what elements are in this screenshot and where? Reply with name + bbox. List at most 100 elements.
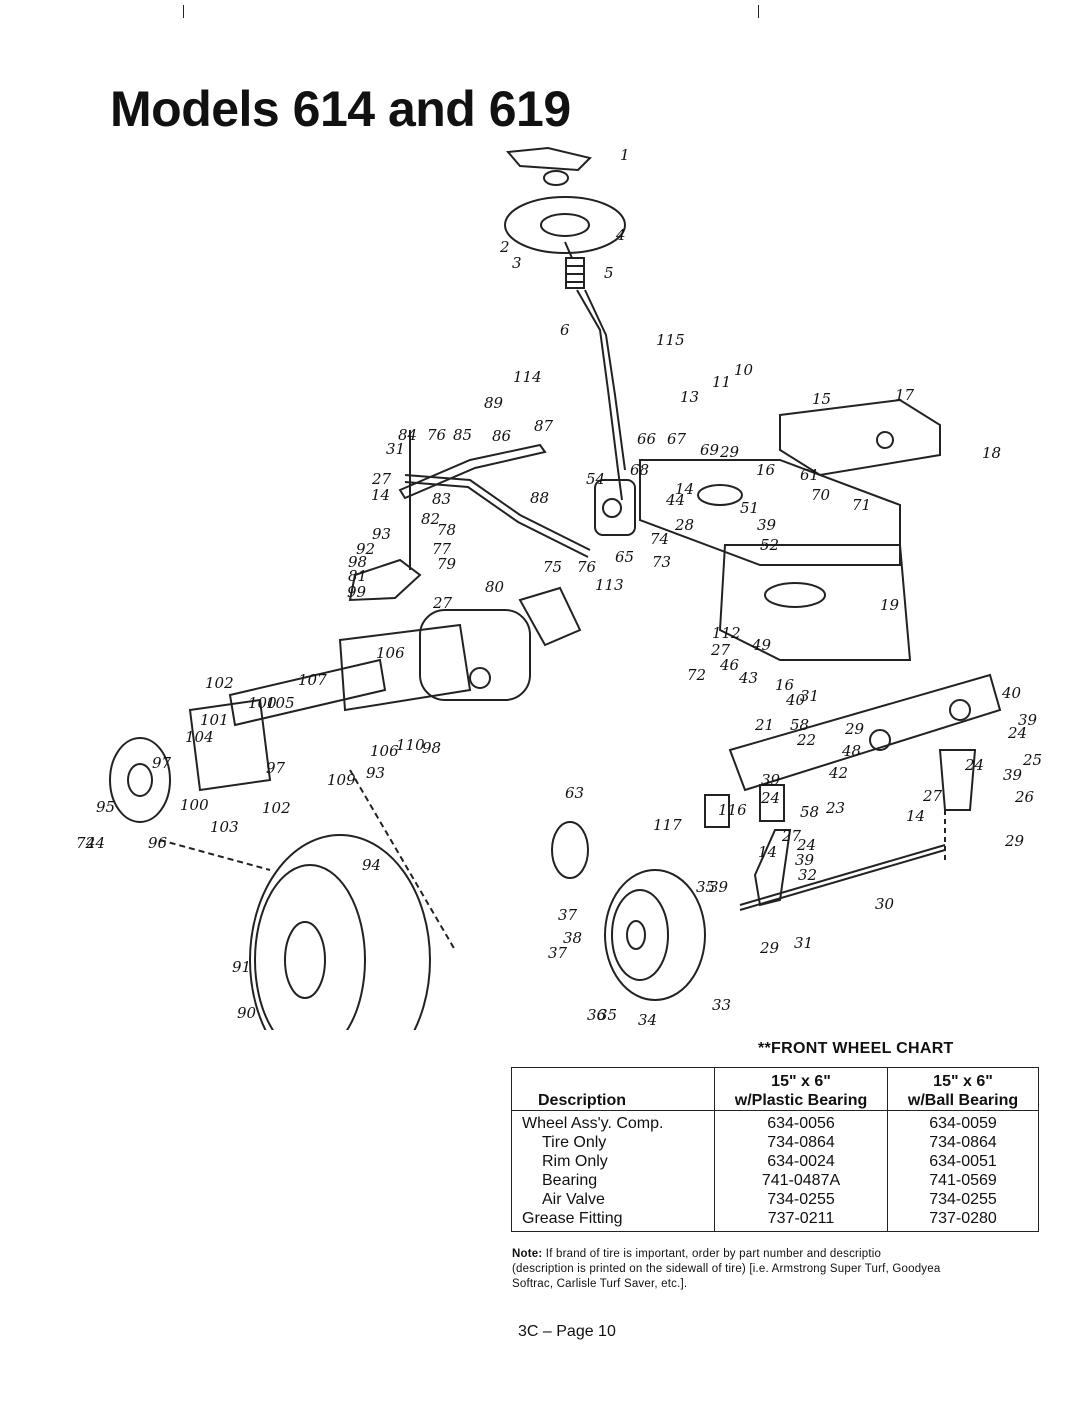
svg-text:39: 39 [761,771,781,789]
ball-part-number: 741-0569 [929,1172,997,1189]
svg-text:104: 104 [185,728,214,746]
svg-text:27: 27 [432,594,453,612]
plastic-part-number: 741-0487A [761,1172,841,1189]
description-column: Wheel Ass'y. Comp. Tire Only Rim Only Be… [511,1110,715,1232]
svg-text:27: 27 [781,827,802,845]
svg-text:74: 74 [650,530,669,548]
svg-text:83: 83 [432,490,451,508]
plastic-part-number: 737-0211 [767,1210,835,1227]
svg-text:37: 37 [558,906,578,924]
svg-text:58: 58 [790,716,809,734]
svg-text:14: 14 [906,807,925,825]
ball-part-number: 634-0059 [929,1115,997,1132]
front-wheel-chart-table: Description 15" x 6" w/Plastic Bearing 1… [511,1067,1039,1232]
svg-text:44: 44 [85,834,105,852]
svg-text:3: 3 [512,254,522,272]
svg-text:52: 52 [760,536,779,554]
svg-text:80: 80 [485,578,505,596]
svg-text:85: 85 [453,426,472,444]
front-tire-shape [604,869,706,1001]
svg-text:29: 29 [844,720,865,738]
table-row: Wheel Ass'y. Comp. Tire Only Rim Only Be… [511,1110,1039,1232]
svg-text:84: 84 [398,426,417,444]
svg-text:102: 102 [262,799,291,817]
svg-text:14: 14 [758,843,777,861]
front-axle-shape [728,673,1002,792]
description-cell: Grease Fitting [522,1210,623,1227]
svg-text:29: 29 [1004,832,1025,850]
header-ball-size: 15" x 6" [933,1073,993,1090]
front-wheel-chart-title: **FRONT WHEEL CHART [758,1040,954,1057]
steering-plate-shape [639,459,901,566]
svg-text:26: 26 [1014,788,1035,806]
note-line-1: If brand of tire is important, order by … [545,1248,882,1260]
svg-text:10: 10 [734,361,754,379]
ball-part-number: 734-0255 [929,1191,997,1208]
bushing-shape [704,794,730,828]
header-ball-bearing: 15" x 6" w/Ball Bearing [887,1067,1039,1111]
note-line-3: Softrac, Carlisle Turf Saver, etc.]. [512,1278,688,1290]
svg-text:115: 115 [656,331,685,349]
svg-text:72: 72 [76,834,95,852]
svg-text:14: 14 [675,480,694,498]
svg-text:75: 75 [543,558,562,576]
svg-text:100: 100 [180,796,209,814]
svg-text:35: 35 [696,878,715,896]
svg-text:36: 36 [587,1006,607,1024]
tire-brand-note: Note: If brand of tire is important, ord… [512,1247,1040,1292]
svg-text:93: 93 [366,764,385,782]
tie-rod-shape [739,844,946,906]
svg-text:98: 98 [348,553,367,571]
svg-text:15: 15 [812,390,831,408]
lower-bracket-shape [348,558,422,602]
transaxle-housing-shape [419,609,531,701]
ball-part-number: 634-0051 [929,1153,997,1170]
svg-text:73: 73 [652,553,671,571]
svg-text:72: 72 [687,666,706,684]
svg-text:70: 70 [811,486,831,504]
svg-text:78: 78 [437,521,456,539]
drag-link-shape [404,474,591,551]
svg-text:32: 32 [798,866,817,884]
svg-text:87: 87 [534,417,554,435]
description-cell: Bearing [542,1172,598,1189]
svg-text:39: 39 [795,851,815,869]
svg-text:27: 27 [922,787,943,805]
ball-part-number: 734-0864 [929,1134,997,1151]
svg-text:44: 44 [665,491,685,509]
svg-text:94: 94 [362,856,381,874]
svg-text:30: 30 [875,895,895,913]
svg-text:66: 66 [637,430,657,448]
svg-text:91: 91 [232,958,251,976]
svg-text:76: 76 [577,558,597,576]
svg-text:39: 39 [757,516,777,534]
svg-text:93: 93 [372,525,391,543]
svg-text:71: 71 [852,496,871,514]
svg-text:1: 1 [620,146,630,164]
svg-text:24: 24 [760,789,780,807]
svg-text:77: 77 [432,540,452,558]
svg-text:13: 13 [680,388,699,406]
steering-cap-shape [505,146,592,172]
description-cell: Rim Only [542,1153,608,1170]
svg-text:58: 58 [800,803,819,821]
svg-text:106: 106 [376,644,405,662]
hub-cap-shape [551,821,589,879]
header-plastic-type: w/Plastic Bearing [734,1092,868,1109]
svg-text:79: 79 [437,555,457,573]
steering-wheel-shape [504,196,626,254]
svg-text:24: 24 [796,836,816,854]
axle-tube-shape [338,623,472,712]
svg-text:98: 98 [422,739,441,757]
svg-text:43: 43 [738,669,758,687]
front-spindle-shape [753,829,792,907]
svg-text:40: 40 [785,691,806,709]
svg-text:95: 95 [96,798,115,816]
svg-text:31: 31 [800,687,819,705]
frame-shape [718,544,912,661]
svg-text:35: 35 [598,1006,617,1024]
svg-text:96: 96 [148,834,168,852]
svg-text:40: 40 [1001,684,1022,702]
svg-text:46: 46 [719,656,740,674]
